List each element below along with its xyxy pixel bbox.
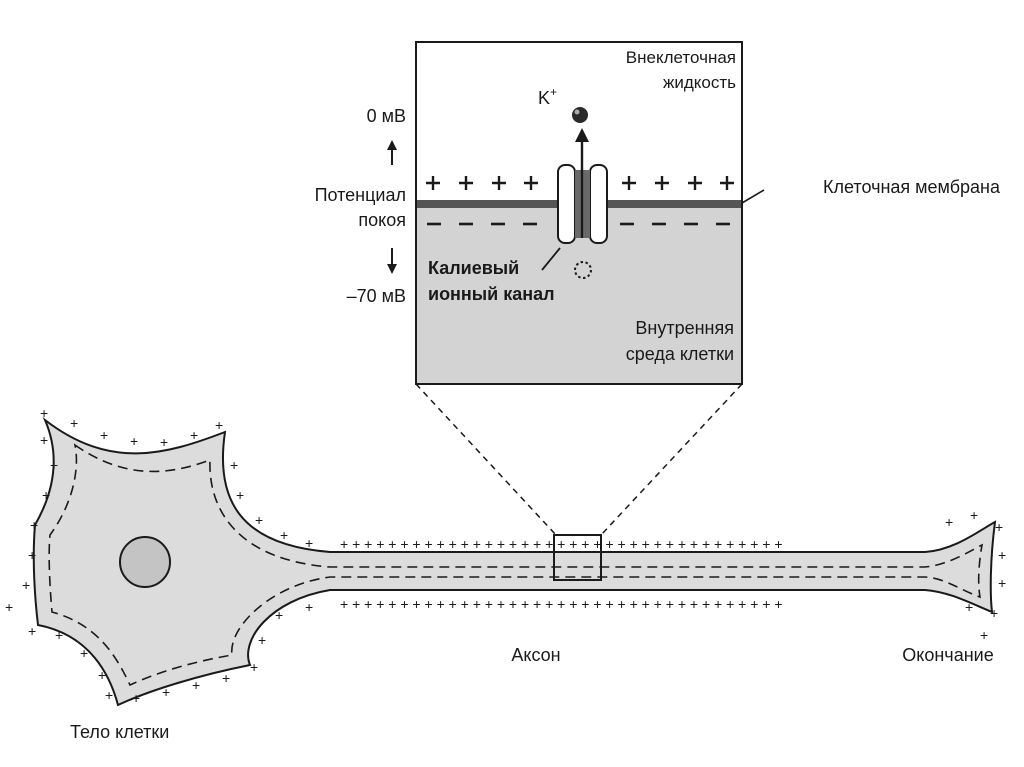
svg-text:+: + [305,535,313,551]
potassium-ion-inside [574,261,592,279]
svg-text:+: + [236,487,244,503]
membrane-pointer-line [741,189,765,204]
membrane-inset: Внеклеточная жидкость K+ Калиевый ионный… [415,41,765,385]
svg-text:+: + [990,605,998,621]
ion-flow-arrow [575,128,589,238]
outer-plus-charges [426,176,734,190]
resting-potential-label-line1: Потенциал [315,185,406,205]
svg-text:+: + [40,405,48,421]
svg-text:+: + [50,457,58,473]
neuron-inner-charges [48,443,984,687]
scale-top-label: 0 мВ [367,106,406,126]
cell-body-label: Тело клетки [70,722,169,742]
extracellular-label-line1: Внеклеточная [626,48,736,67]
extracellular-label-line2: жидкость [663,73,736,92]
svg-text:+: + [215,417,223,433]
neuron-plus-charges: +++ +++ + +++ ++ + + + + + + + + + + + +… [5,405,1006,706]
svg-text:+: + [80,645,88,661]
nucleus [119,536,171,588]
svg-text:+: + [970,507,978,523]
arrow-up-icon [387,140,397,165]
channel-pointer-line [541,247,561,271]
svg-text:+: + [995,519,1003,535]
intracellular-label-line2: среда клетки [626,344,734,364]
svg-text:+: + [55,627,63,643]
svg-text:+: + [190,427,198,443]
svg-text:+: + [945,514,953,530]
membrane-label: Клеточная мембрана [823,177,1001,197]
channel-label-line1: Калиевый [428,258,519,278]
intracellular-label-line1: Внутренняя [635,318,734,338]
svg-text:+: + [5,599,13,615]
svg-text:+: + [40,432,48,448]
svg-text:+: + [130,433,138,449]
svg-text:+: + [28,623,36,639]
svg-text:+: + [230,457,238,473]
svg-text:+: + [42,487,50,503]
svg-text:+: + [22,577,30,593]
svg-text:+: + [258,632,266,648]
ion-label: K+ [538,85,557,108]
svg-text:+: + [998,575,1006,591]
svg-text:+: + [160,434,168,450]
neuron: +++ +++ + +++ ++ + + + + + + + + + + + +… [5,405,1006,707]
svg-text:+ + + + + + + + + + + + + + +: + + + + + + + + + + + + + + + + + + + + … [340,536,783,552]
neuron-outline [32,416,997,707]
svg-text:+: + [132,690,140,706]
svg-text:+: + [250,659,258,675]
svg-text:+: + [28,547,36,563]
inset-frame [415,41,743,385]
scale-bottom-label: –70 мВ [347,286,406,306]
svg-text:+: + [98,667,106,683]
zoom-connector-lines [415,383,743,536]
svg-text:+: + [70,415,78,431]
svg-text:+: + [998,547,1006,563]
arrow-down-icon [387,248,397,274]
zoom-region-box [553,534,602,581]
svg-text:+: + [965,599,973,615]
axon-label: Аксон [511,645,560,665]
potassium-ion-outside [572,107,588,123]
svg-text:+: + [30,517,38,533]
svg-text:+: + [980,627,988,643]
svg-text:+: + [255,512,263,528]
resting-potential-label-line2: покоя [358,210,406,230]
svg-text:+: + [275,607,283,623]
svg-text:+: + [105,687,113,703]
svg-text:+: + [280,527,288,543]
svg-text:+ + + + + + + + + + + + + + +: + + + + + + + + + + + + + + + + + + + + … [340,596,783,612]
svg-text:+: + [222,670,230,686]
svg-text:+: + [192,677,200,693]
voltage-scale: 0 мВ Потенциал покоя –70 мВ [315,106,406,306]
terminal-label: Окончание [902,645,993,665]
channel-label-line2: ионный канал [428,284,555,304]
svg-text:+: + [162,684,170,700]
svg-text:+: + [100,427,108,443]
svg-text:+: + [305,599,313,615]
